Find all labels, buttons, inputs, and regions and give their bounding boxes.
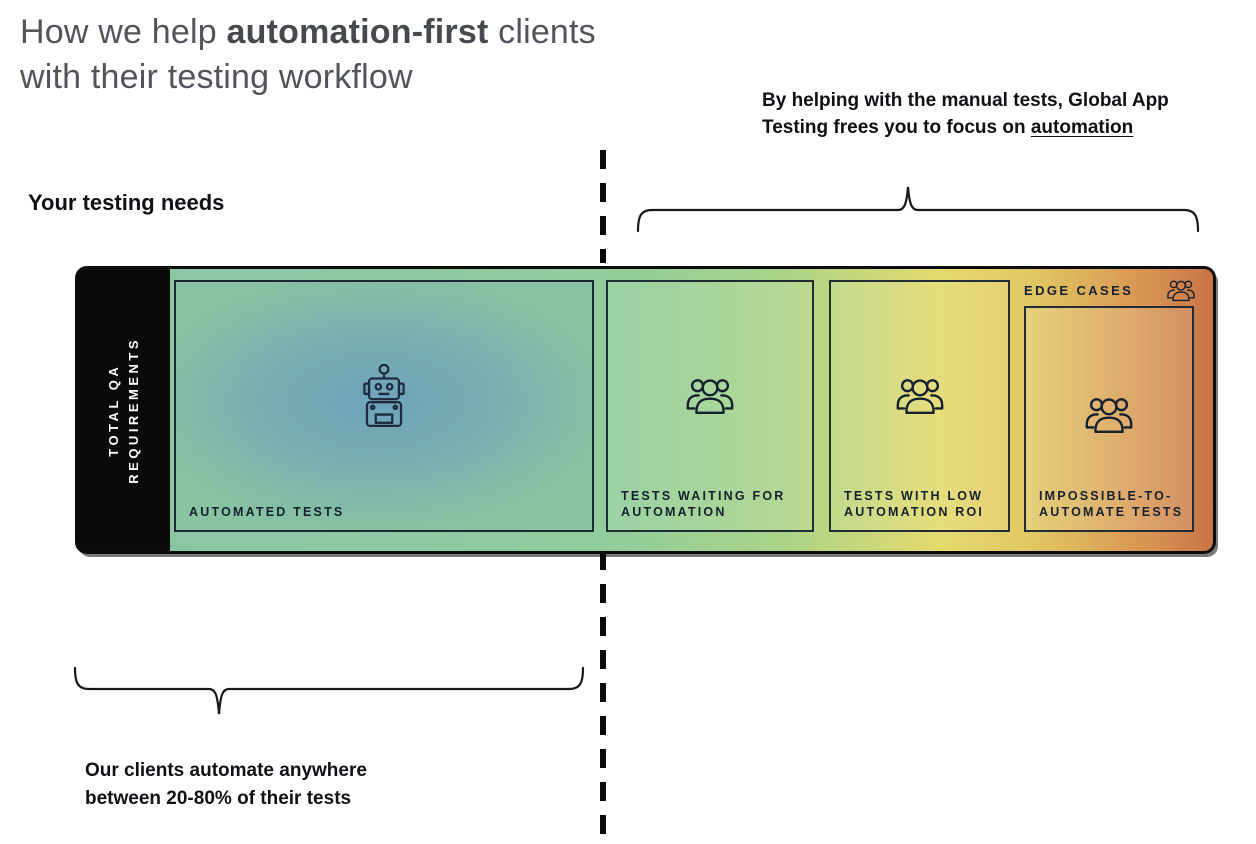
total-qa-requirements-label: TOTAL QA REQUIREMENTS: [106, 336, 141, 484]
people-icon: [896, 379, 943, 415]
zone-label: IMPOSSIBLE-TO- AUTOMATE TESTS: [1039, 489, 1184, 519]
page-title-line1: How we help automation-first clients: [20, 13, 596, 51]
zone-label: AUTOMATED TESTS: [189, 505, 345, 519]
top-brace: [636, 186, 1200, 233]
automation-underline-text: automation: [1030, 117, 1134, 138]
people-icon: [1085, 397, 1133, 433]
zone-label: TESTS WAITING FOR AUTOMATION: [621, 489, 786, 519]
edge-cases-label: EDGE CASES: [1024, 282, 1134, 298]
zone-label: TESTS WITH LOW AUTOMATION ROI: [844, 489, 985, 519]
manual-tests-note: By helping with the manual tests, Global…: [762, 87, 1242, 141]
people-icon: [686, 379, 734, 415]
zone-automated-tests: AUTOMATED TESTS: [174, 280, 594, 532]
page-title: How we help automation-first clients wit…: [20, 10, 720, 100]
note-line1: By helping with the manual tests, Global…: [762, 90, 1169, 111]
zone-tests-waiting-for-automation: TESTS WAITING FOR AUTOMATION: [606, 280, 814, 532]
total-qa-requirements-strip: TOTAL QA REQUIREMENTS: [78, 269, 170, 551]
zone-tests-with-low-automation-roi: TESTS WITH LOW AUTOMATION ROI: [829, 280, 1010, 532]
edge-cases-header: EDGE CASES: [1024, 277, 1196, 303]
title-bold-phrase: automation-first: [226, 13, 489, 51]
note-line2: Testing frees you to focus on automation: [762, 117, 1134, 138]
total-qa-bar: TOTAL QA REQUIREMENTS AUTOMATED: [75, 266, 1216, 554]
your-testing-needs-label: Your testing needs: [28, 190, 225, 215]
dashed-divider-top: [600, 150, 606, 263]
page-title-line2: with their testing workflow: [20, 58, 413, 96]
bottom-brace: [73, 666, 585, 715]
zone-impossible-to-automate-tests: IMPOSSIBLE-TO- AUTOMATE TESTS: [1024, 306, 1194, 532]
clients-automate-note: Our clients automate anywhere between 20…: [85, 760, 367, 809]
dashed-divider-bottom: [600, 551, 606, 838]
robot-icon: [363, 363, 405, 428]
people-icon: [1167, 280, 1195, 301]
